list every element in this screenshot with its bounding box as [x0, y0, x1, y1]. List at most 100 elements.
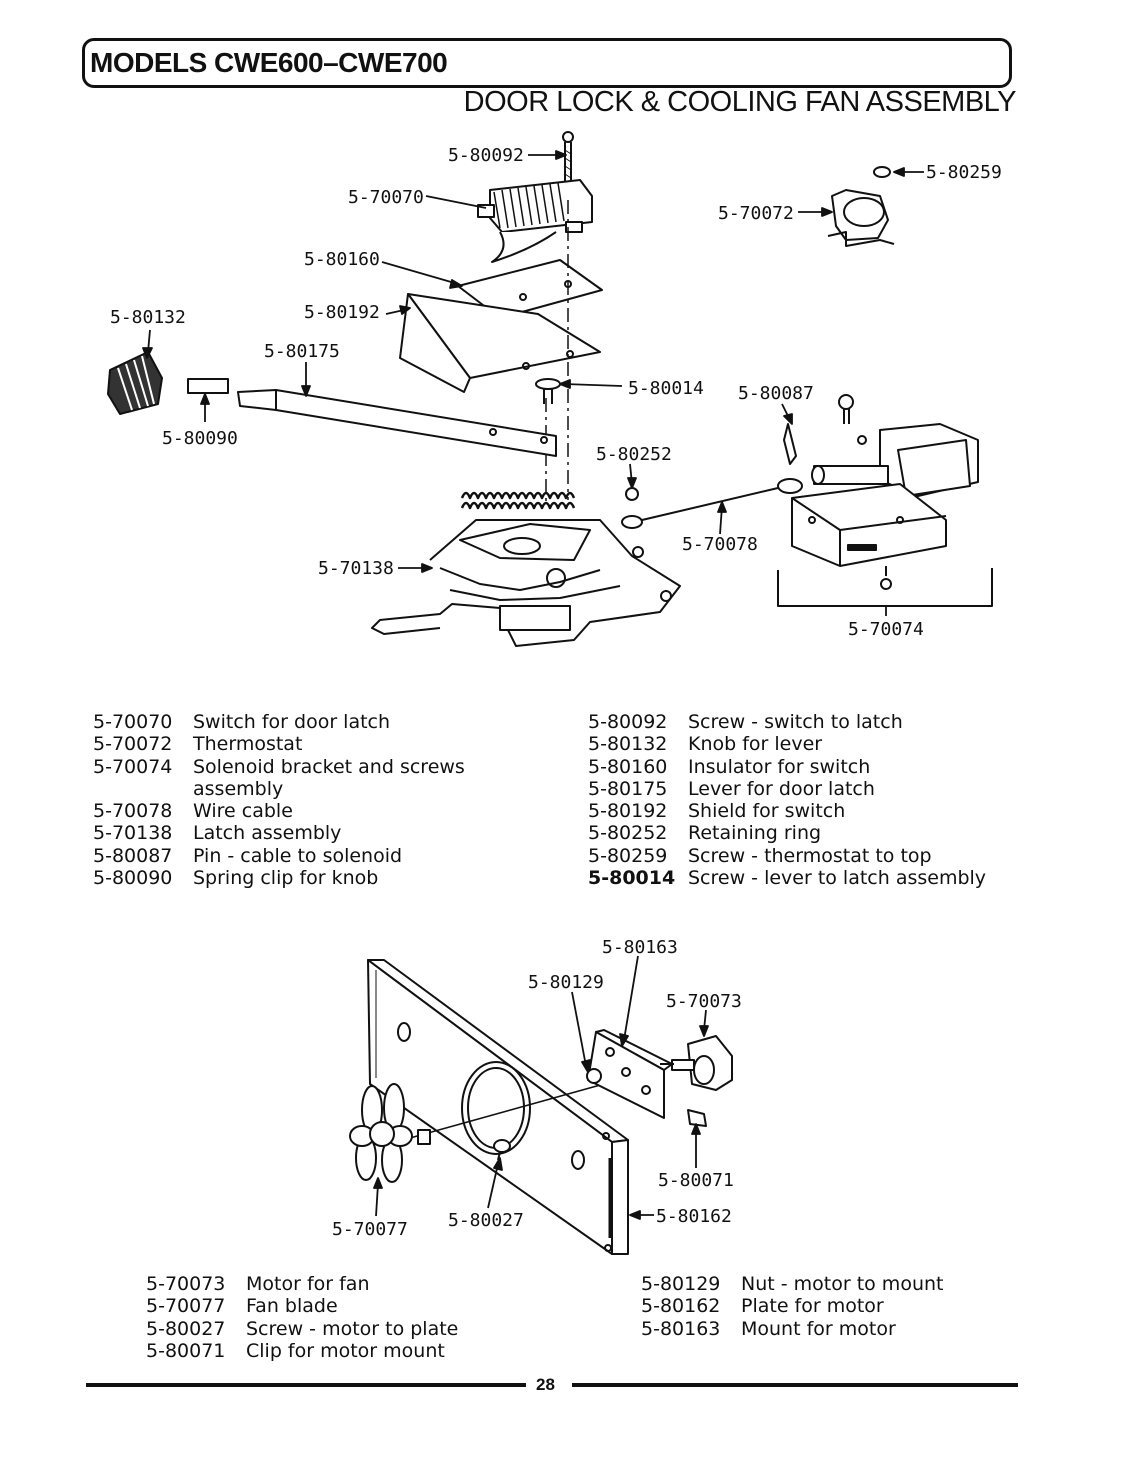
solenoid-70074-part	[777, 423, 993, 607]
part-number: 5-80252	[588, 822, 668, 845]
legend-row: 5-80175 Lever for door latch	[588, 778, 986, 800]
legend-row: 5-70072 Thermostat	[93, 733, 465, 755]
part-description: assembly	[193, 777, 284, 800]
part-number: 5-70138	[93, 822, 173, 845]
part-description: Retaining ring	[688, 822, 822, 845]
legend-row: 5-80014 Screw - lever to latch assembly	[588, 867, 986, 889]
part-description: Spring clip for knob	[193, 867, 379, 890]
part-number: 5-70074	[93, 755, 173, 778]
callout-5-80175: 5-80175	[264, 341, 340, 362]
callout-5-80160: 5-80160	[304, 249, 380, 270]
wire-cable-70078-part	[621, 478, 803, 529]
part-description: Clip for motor mount	[246, 1339, 445, 1362]
bottom-leader-lines	[373, 955, 709, 1220]
part-description: Plate for motor	[741, 1295, 884, 1318]
part-description: Thermostat	[193, 733, 303, 756]
part-number: 5-80192	[588, 800, 668, 823]
part-number: 5-80071	[146, 1339, 226, 1362]
legend-row: 5-80162 Plate for motor	[641, 1295, 943, 1317]
part-number: 5-80175	[588, 777, 668, 800]
top-callout-labels: 5-80092 5-70070 5-80160 5-80192 5-80132 …	[110, 145, 1002, 640]
legend-row: 5-80259 Screw - thermostat to top	[588, 845, 986, 867]
callout-5-70073: 5-70073	[666, 991, 742, 1012]
part-description: Screw - motor to plate	[246, 1317, 459, 1340]
part-number: 5-80090	[93, 867, 173, 890]
part-description: Switch for door latch	[193, 711, 391, 733]
part-number: 5-80132	[588, 733, 668, 756]
screw-80027-part	[493, 1139, 511, 1161]
legend-row: 5-80090 Spring clip for knob	[93, 867, 465, 889]
latch-assembly-70138-part	[371, 519, 681, 647]
fan-motor-70073-part	[660, 1035, 733, 1091]
callout-5-80090: 5-80090	[162, 428, 238, 449]
part-description: Screw - thermostat to top	[688, 844, 932, 867]
part-number	[93, 778, 193, 800]
part-description: Mount for motor	[741, 1317, 896, 1340]
part-number: 5-70078	[93, 800, 173, 823]
part-description: Insulator for switch	[688, 755, 871, 778]
callout-5-80163: 5-80163	[602, 937, 678, 958]
spring-clip-80090-part	[187, 378, 229, 394]
top-leader-lines	[142, 150, 924, 616]
part-number: 5-80027	[146, 1317, 226, 1340]
part-number: 5-80259	[588, 844, 668, 867]
model-title: MODELS CWE600–CWE700	[90, 47, 448, 78]
legend-top-left: 5-70070 Switch for door latch 5-70072 Ther…	[93, 711, 465, 889]
legend-row: 5-80192 Shield for switch	[588, 800, 986, 822]
part-number: 5-80014	[588, 867, 676, 890]
clip-80071-part	[687, 1109, 707, 1127]
part-description: Shield for switch	[688, 800, 846, 823]
header-frame	[82, 38, 1012, 88]
solenoid-screw-part	[838, 394, 854, 424]
section-title: DOOR LOCK & COOLING FAN ASSEMBLY	[463, 86, 1017, 118]
part-description: Fan blade	[246, 1295, 338, 1318]
callout-5-80087: 5-80087	[738, 383, 814, 404]
callout-5-80129: 5-80129	[528, 972, 604, 993]
part-number: 5-70070	[93, 711, 173, 733]
legend-row: 5-80252 Retaining ring	[588, 822, 986, 844]
part-description: Screw - lever to latch assembly	[688, 867, 987, 890]
callout-5-80252: 5-80252	[596, 444, 672, 465]
fan-blade-70077-part	[349, 1083, 413, 1183]
legend-row: 5-80092 Screw - switch to latch	[588, 711, 986, 733]
part-description: Nut - motor to mount	[741, 1273, 944, 1295]
part-number: 5-70072	[93, 733, 173, 756]
nut-80129-part	[586, 1068, 602, 1084]
part-number: 5-80092	[588, 711, 668, 733]
pin-80087-part	[783, 423, 797, 465]
callout-5-80092: 5-80092	[448, 145, 524, 166]
alignment-lines	[545, 200, 569, 505]
callout-5-80162: 5-80162	[656, 1206, 732, 1227]
legend-bottom-right: 5-80129 Nut - motor to mount 5-80162 Plate…	[641, 1273, 943, 1340]
latch-spring-part	[460, 491, 576, 510]
callout-5-80192: 5-80192	[304, 302, 380, 323]
part-description: Lever for door latch	[688, 777, 875, 800]
part-description: Screw - switch to latch	[688, 711, 903, 733]
motor-plate-80162-part	[367, 959, 629, 1255]
callout-5-70138: 5-70138	[318, 558, 394, 579]
bottom-callout-labels: 5-80163 5-80129 5-70073 5-80071 5-80162 …	[332, 937, 742, 1240]
callout-5-70072: 5-70072	[718, 203, 794, 224]
callout-5-80071: 5-80071	[658, 1170, 734, 1191]
callout-5-70074: 5-70074	[848, 619, 924, 640]
part-number: 5-80162	[641, 1295, 721, 1318]
footer-rule-left	[86, 1383, 526, 1387]
thermostat-70072-part	[827, 189, 895, 247]
lever-80175-part	[237, 389, 557, 457]
part-number: 5-80160	[588, 755, 668, 778]
callout-5-80014: 5-80014	[628, 378, 704, 399]
legend-row: 5-70070 Switch for door latch	[93, 711, 465, 733]
part-number: 5-80129	[641, 1273, 721, 1295]
switch-70070-part	[477, 179, 593, 263]
legend-row: 5-80129 Nut - motor to mount	[641, 1273, 943, 1295]
